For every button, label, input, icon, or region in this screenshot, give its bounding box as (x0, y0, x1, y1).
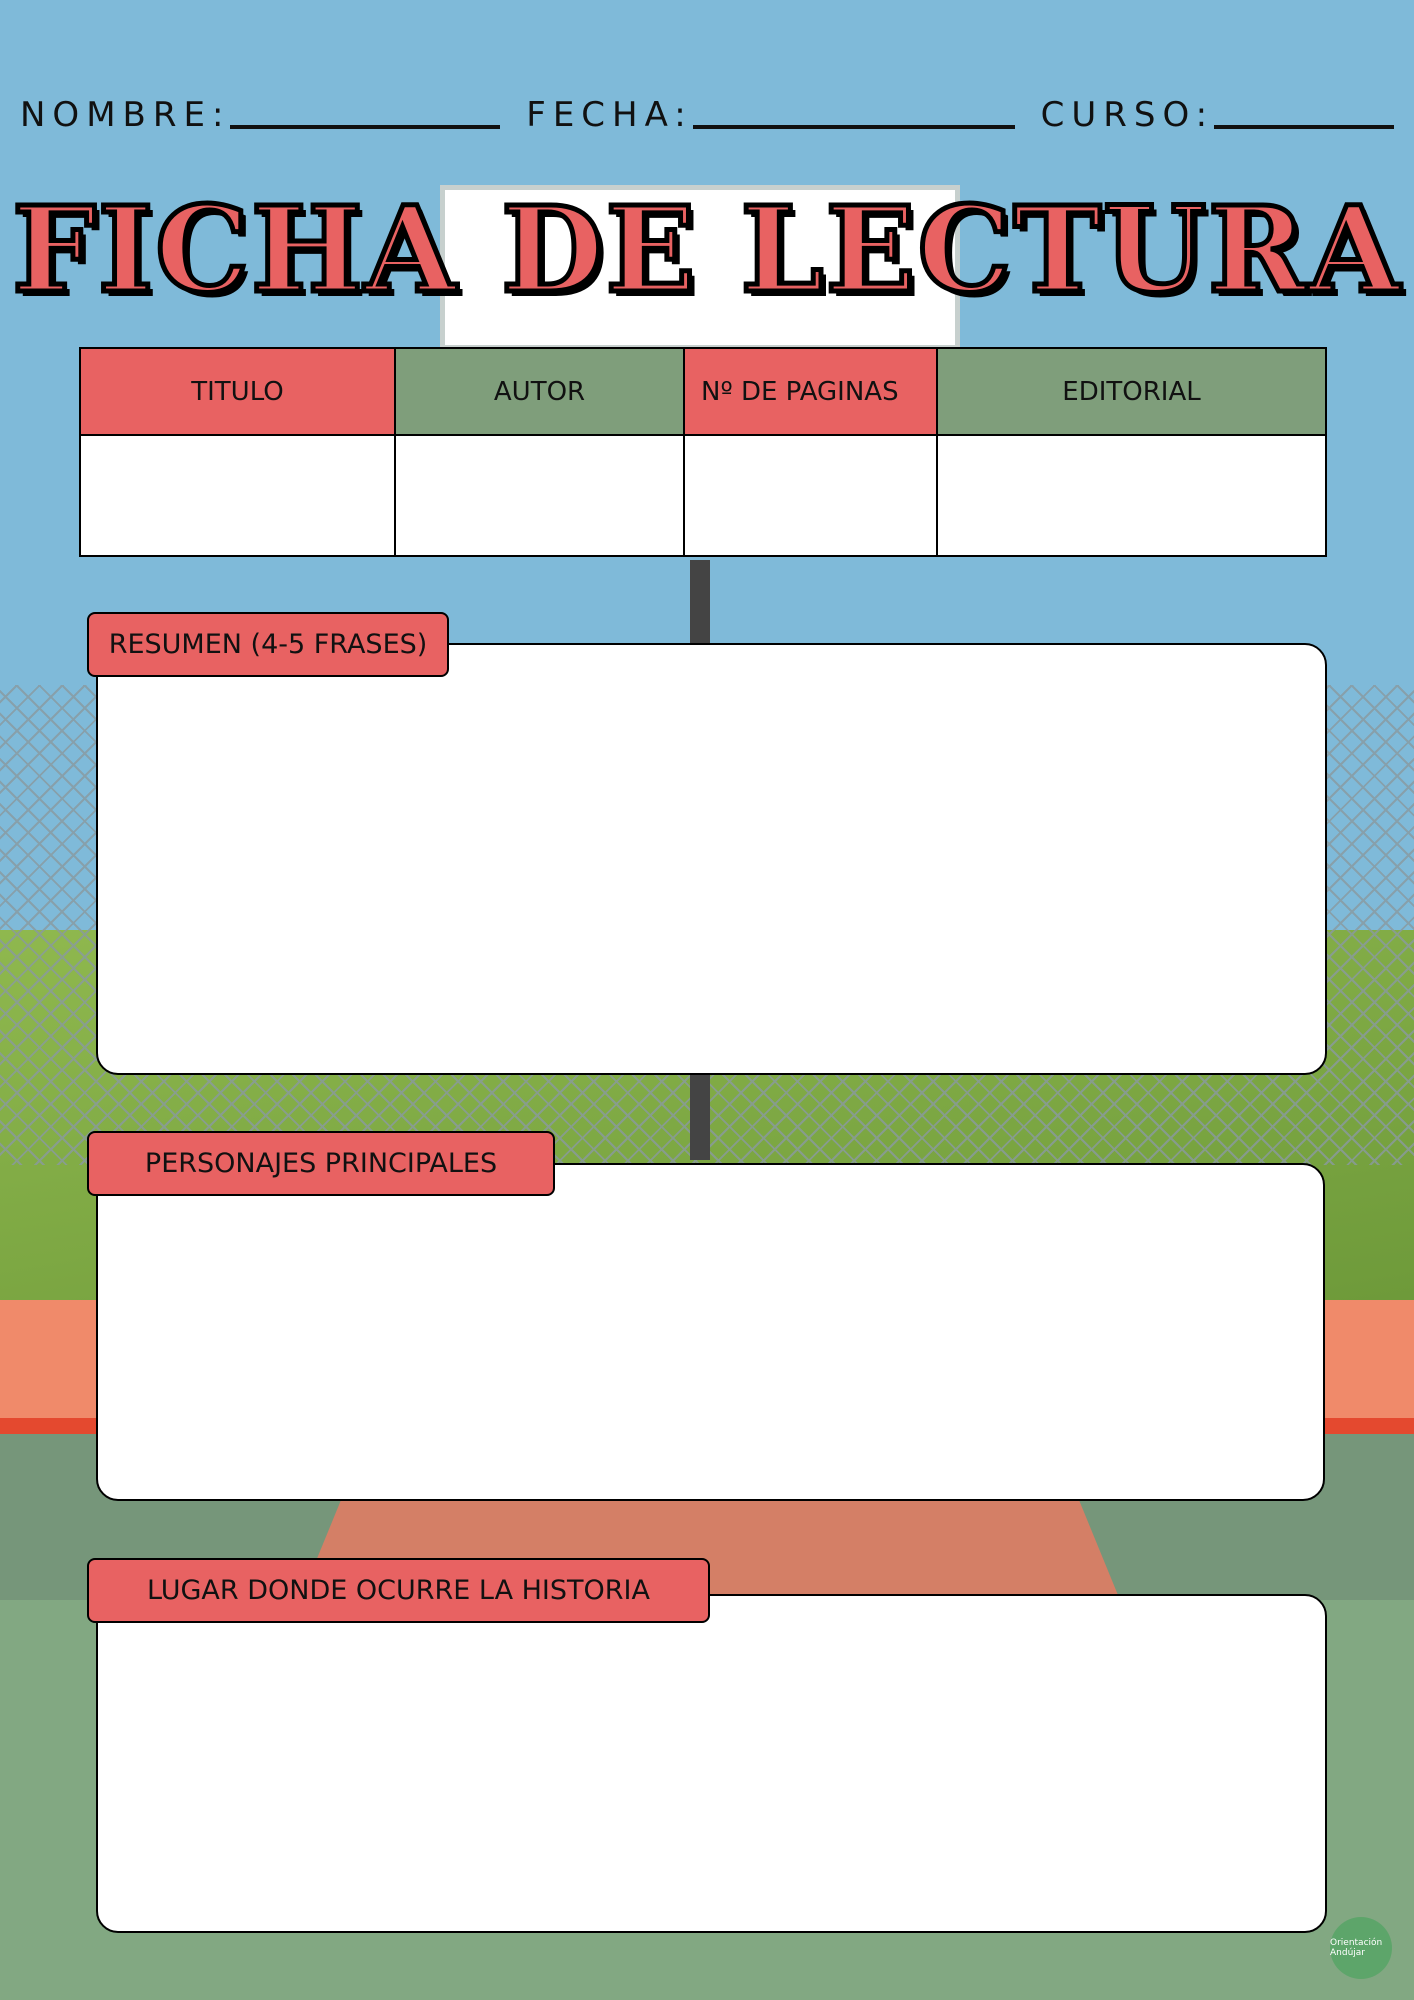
header-autor: AUTOR (394, 347, 685, 436)
autor-cell[interactable] (394, 434, 685, 557)
name-field[interactable] (230, 125, 501, 129)
paginas-cell[interactable] (683, 434, 938, 557)
course-field[interactable] (1214, 125, 1394, 129)
characters-label: PERSONAJES PRINCIPALES (87, 1131, 555, 1196)
summary-box[interactable] (96, 643, 1327, 1075)
date-field[interactable] (692, 125, 1015, 129)
student-info-header: NOMBRE: FECHA: CURSO: (20, 95, 1394, 135)
header-editorial: EDITORIAL (936, 347, 1327, 436)
date-label: FECHA: (526, 95, 693, 135)
characters-box[interactable] (96, 1163, 1325, 1501)
header-titulo: TITULO (79, 347, 396, 436)
name-label: NOMBRE: (20, 95, 231, 135)
titulo-cell[interactable] (79, 434, 396, 557)
setting-label: LUGAR DONDE OCURRE LA HISTORIA (87, 1558, 710, 1623)
orientacion-andujar-logo: Orientación Andújar (1330, 1917, 1392, 1979)
summary-label: RESUMEN (4-5 FRASES) (87, 612, 449, 677)
page-title: Ficha de Lectura (10, 178, 1403, 322)
header-paginas: Nº DE PAGINAS (683, 347, 938, 436)
logo-text: Orientación Andújar (1330, 1938, 1383, 1958)
setting-box[interactable] (96, 1594, 1327, 1933)
course-label: CURSO: (1040, 95, 1215, 135)
book-info-table: TITULO AUTOR Nº DE PAGINAS EDITORIAL (79, 347, 1327, 557)
editorial-cell[interactable] (936, 434, 1327, 557)
